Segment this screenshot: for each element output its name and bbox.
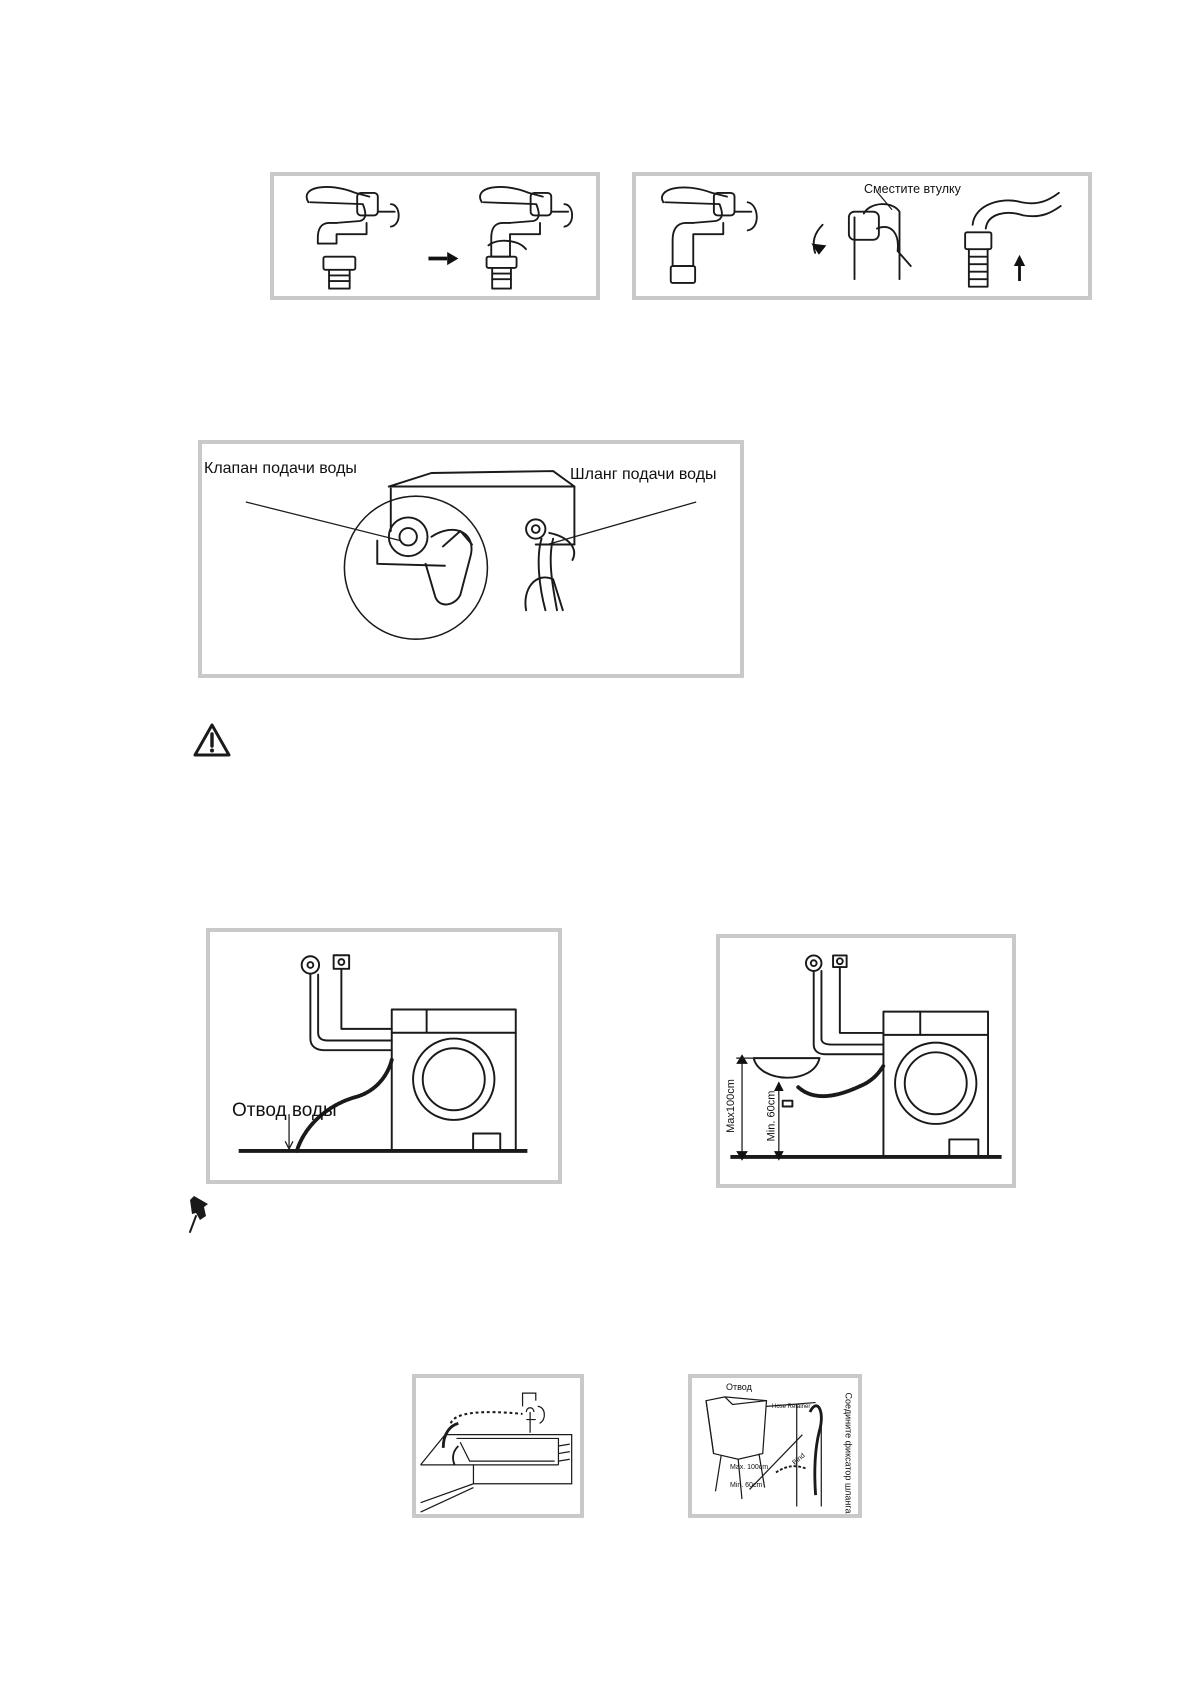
figure-tap-connect: Сместите втулку <box>632 172 1092 300</box>
figure-sink-hook <box>412 1374 584 1518</box>
figure-drain-floor: Отвод воды <box>206 928 562 1184</box>
tap-adapter-illustration <box>305 186 574 290</box>
tub-retainer-label: Hose Retainer <box>772 1404 811 1410</box>
tub-hook-illustration <box>705 1396 823 1507</box>
tap-connect-illustration <box>661 186 1062 288</box>
figure-tap-adapter <box>270 172 600 300</box>
sink-hook-illustration <box>420 1392 573 1513</box>
drain-sink-illustration <box>730 954 1002 1161</box>
warning-triangle-icon <box>192 722 232 758</box>
drain-floor-illustration <box>238 954 528 1153</box>
figure-inlet-connection: Клапан подачи воды Шланг подачи воды <box>198 440 744 678</box>
tub-drain-label: Отвод <box>726 1382 752 1392</box>
tub-max-label: Max. 100cm <box>730 1464 769 1471</box>
drain-label: Отвод воды <box>232 1100 337 1121</box>
valve-label: Клапан подачи воды <box>204 460 357 477</box>
figure-drain-sink: Max100cm Min. 60cm <box>716 934 1016 1188</box>
figure-tub-hook: Отвод Hose Retainer Max. 100cm Min. 60cm… <box>688 1374 862 1518</box>
sleeve-label: Сместите втулку <box>864 182 961 196</box>
pushpin-icon <box>184 1192 216 1234</box>
min-height-label: Min. 60cm <box>765 1090 778 1142</box>
tub-min-label: Min. 60cm <box>730 1482 763 1489</box>
hose-label: Шланг подачи воды <box>570 466 717 483</box>
tub-vertical-label: Соедините фиксатор шланга <box>843 1392 854 1514</box>
max-height-label: Max100cm <box>724 1079 737 1133</box>
inlet-connection-illustration <box>245 470 697 640</box>
